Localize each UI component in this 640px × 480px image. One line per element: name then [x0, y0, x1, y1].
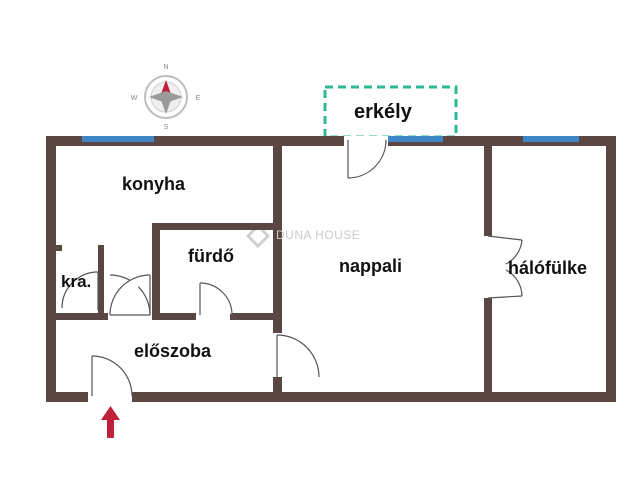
label-kamra: kra.: [61, 272, 92, 291]
compass: N S W E: [131, 64, 201, 131]
label-furdo: fürdő: [188, 246, 234, 266]
label-konyha: konyha: [122, 174, 186, 194]
balcony-outline: [323, 85, 458, 139]
watermark-text: DUNA HOUSE: [276, 228, 361, 242]
label-nappali: nappali: [339, 256, 403, 276]
label-eloszoba: előszoba: [134, 341, 212, 361]
label-halofulke: hálófülke: [508, 258, 588, 278]
compass-west: W: [131, 95, 138, 102]
watermark-logo: [245, 223, 271, 249]
entrance-arrow: [101, 406, 120, 438]
doors: [61, 136, 523, 402]
windows: [82, 136, 579, 142]
compass-east: E: [196, 95, 201, 102]
label-erkely: erkély: [354, 101, 412, 123]
compass-north: N: [163, 64, 168, 71]
compass-south: S: [164, 124, 169, 131]
